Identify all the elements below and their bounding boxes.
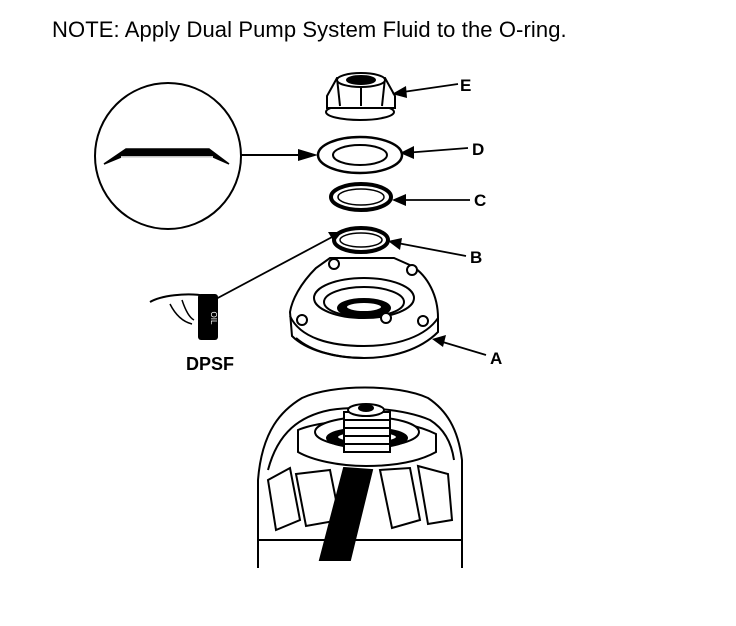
part-a-housing: [288, 257, 439, 360]
callout-leaders: [388, 83, 487, 356]
leader-b-arrowhead: [388, 238, 402, 250]
leader-d: [403, 147, 469, 154]
leader-c-arrowhead: [392, 194, 406, 206]
label-d: D: [472, 140, 484, 159]
leader-a-arrowhead: [432, 335, 446, 347]
oil-bottle-icon: OIL: [149, 293, 218, 340]
part-d-washer: [316, 135, 404, 175]
bottle-label: OIL: [209, 312, 218, 325]
leader-b: [391, 241, 467, 257]
note-text: NOTE: Apply Dual Pump System Fluid to th…: [52, 17, 567, 42]
label-e: E: [460, 76, 471, 95]
pump-body: [257, 386, 463, 568]
leader-a: [435, 339, 487, 356]
leader-d-arrowhead: [400, 146, 414, 159]
label-c: C: [474, 191, 486, 210]
part-c-seal-ring: [329, 182, 393, 212]
label-b: B: [470, 248, 482, 267]
dpsf-label: DPSF: [186, 354, 234, 374]
detail-magnifier: [94, 82, 242, 230]
label-a: A: [490, 349, 502, 368]
part-b-o-ring: [332, 226, 390, 254]
leader-e-arrowhead: [392, 86, 407, 98]
part-e-lock-nut: [325, 72, 396, 121]
dpsf-leader-arrow: [213, 232, 342, 301]
detail-arrow: [240, 149, 318, 161]
